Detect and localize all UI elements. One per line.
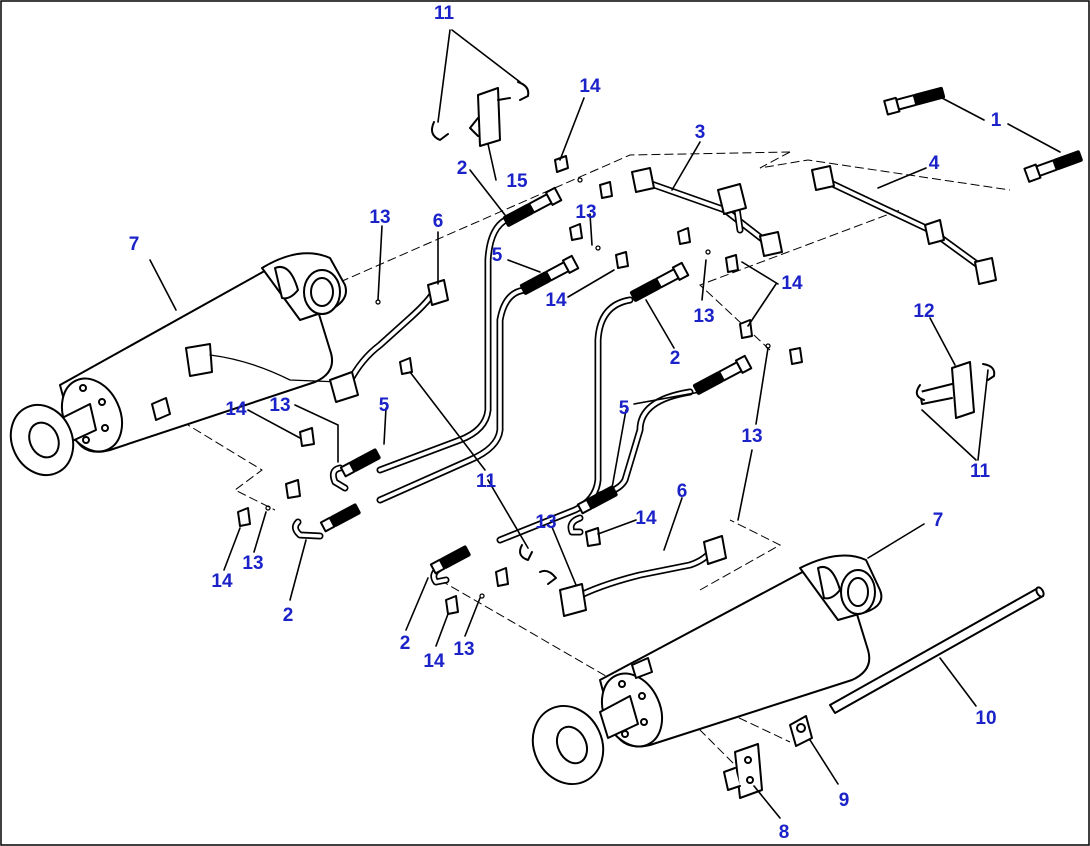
tee-tube-assembly bbox=[631, 167, 783, 257]
fittings-part-1 bbox=[883, 86, 1083, 183]
alignment-lines bbox=[159, 151, 1011, 791]
leader-lines bbox=[149, 29, 1061, 819]
callout-14g: 14 bbox=[423, 651, 445, 672]
callout-labels: 1 2 2 2 2 3 4 5 5 5 6 6 7 7 8 9 10 11 11… bbox=[129, 3, 1002, 843]
callout-15: 15 bbox=[506, 171, 528, 192]
callout-13f: 13 bbox=[535, 512, 556, 533]
threaded-fittings bbox=[319, 186, 753, 575]
clamps-and-clips bbox=[237, 81, 996, 615]
callout-6a: 6 bbox=[433, 211, 444, 232]
callout-3: 3 bbox=[695, 122, 706, 143]
callout-10: 10 bbox=[975, 708, 996, 729]
callout-13c: 13 bbox=[693, 306, 714, 327]
tube-part-4 bbox=[811, 165, 997, 285]
callout-11c: 11 bbox=[970, 461, 991, 482]
callout-13g: 13 bbox=[242, 553, 263, 574]
callout-6b: 6 bbox=[677, 481, 688, 502]
callout-13e: 13 bbox=[741, 426, 762, 447]
callout-2d: 2 bbox=[400, 633, 411, 654]
callout-11b: 11 bbox=[476, 471, 497, 492]
callout-14c: 14 bbox=[781, 273, 803, 294]
callout-13d: 13 bbox=[269, 395, 290, 416]
callout-13h: 13 bbox=[453, 639, 474, 660]
hydraulic-cylinder-upper bbox=[9, 252, 347, 477]
tube-assemblies bbox=[329, 279, 727, 617]
callout-14b: 14 bbox=[545, 290, 567, 311]
callout-14a: 14 bbox=[579, 76, 601, 97]
callout-14e: 14 bbox=[635, 508, 657, 529]
callout-14d: 14 bbox=[225, 399, 247, 420]
callout-5a: 5 bbox=[492, 245, 503, 266]
callout-8: 8 bbox=[779, 822, 790, 843]
callout-9: 9 bbox=[839, 790, 850, 811]
callout-13a: 13 bbox=[369, 207, 390, 228]
callout-13b: 13 bbox=[575, 202, 596, 223]
hydraulic-cylinder-lower bbox=[531, 554, 883, 785]
rod bbox=[829, 586, 1045, 714]
callout-2b: 2 bbox=[670, 348, 681, 369]
callout-1: 1 bbox=[991, 110, 1002, 131]
callout-12: 12 bbox=[913, 301, 934, 322]
callout-5b: 5 bbox=[379, 395, 390, 416]
callout-2c: 2 bbox=[283, 605, 294, 626]
bracket-part-12 bbox=[919, 361, 975, 419]
bracket-part-15 bbox=[469, 87, 511, 147]
callout-5c: 5 bbox=[619, 398, 630, 419]
callout-14f: 14 bbox=[211, 571, 233, 592]
callout-7b: 7 bbox=[933, 510, 944, 531]
hydraulic-hoses bbox=[291, 214, 694, 586]
callout-11a: 11 bbox=[434, 3, 455, 24]
callout-2a: 2 bbox=[457, 158, 468, 179]
bracket-part-8 bbox=[723, 743, 763, 799]
callout-7a: 7 bbox=[129, 234, 140, 255]
pin-part-9 bbox=[789, 715, 813, 747]
callout-4: 4 bbox=[929, 153, 940, 174]
